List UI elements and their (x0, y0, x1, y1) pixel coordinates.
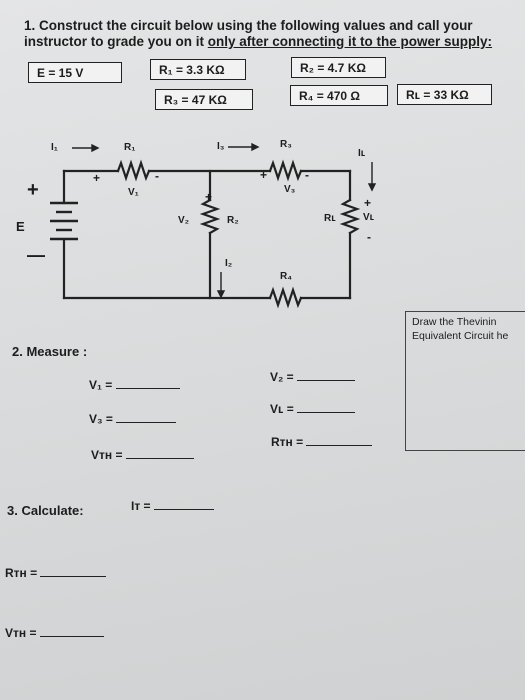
question-2-heading: 2. Measure : (12, 344, 88, 359)
resistor-RL (339, 198, 361, 235)
resistor-R4 (268, 286, 303, 309)
answer-blank-VTH[interactable] (125, 446, 194, 459)
arrow-I1-head (91, 143, 100, 153)
answer-blank-IT[interactable] (153, 497, 214, 510)
label-RL-plus: + (364, 196, 372, 210)
calculate-RTH: Rᴛʜ = (5, 564, 107, 580)
label-RL-minus: - (367, 230, 371, 244)
label-I2: I₂ (225, 258, 233, 269)
label-R3-plus: + (260, 168, 268, 182)
value-box-R1: R₁ = 3.3 KΩ (150, 59, 246, 80)
arrow-I3-head (251, 142, 260, 152)
resistor-R2 (199, 198, 221, 235)
measure-V2: V₂ = (270, 368, 356, 384)
answer-blank-RTH[interactable] (306, 433, 373, 446)
label-E: E (16, 219, 25, 234)
measure-VL: Vʟ = (270, 400, 356, 416)
value-box-RL: Rʟ = 33 KΩ (397, 84, 492, 105)
arrow-IL-head (367, 183, 377, 192)
label-V3: V₃ (284, 184, 296, 195)
value-box-R2: R₂ = 4.7 KΩ (291, 57, 386, 78)
label-I3: I₃ (217, 141, 225, 152)
value-box-R3: R₃ = 47 KΩ (155, 89, 253, 110)
value-box-E: E = 15 V (28, 62, 122, 83)
answer-blank-V3[interactable] (116, 410, 177, 423)
measure-VTH: Vᴛʜ = (91, 446, 194, 462)
resistor-R1 (116, 159, 151, 182)
answer-blank-calc-RTH[interactable] (40, 564, 107, 577)
question-3-heading: 3. Calculate: (7, 503, 84, 518)
answer-blank-V1[interactable] (115, 376, 180, 389)
thevenin-drawing-box[interactable] (405, 311, 525, 451)
answer-blank-VL[interactable] (297, 400, 356, 413)
measure-RTH: Rᴛʜ = (271, 433, 373, 449)
label-R2: R₂ (227, 215, 239, 226)
label-R3-minus: - (305, 168, 309, 182)
label-V1: V₁ (128, 187, 139, 198)
battery-E (50, 201, 78, 241)
label-R3: R₃ (280, 139, 292, 150)
label-RL: Rʟ (324, 213, 336, 224)
label-V2: V₂ (178, 215, 190, 226)
label-R1: R₁ (124, 142, 136, 153)
resistor-R3 (268, 159, 303, 182)
answer-blank-V2[interactable] (297, 368, 356, 381)
measure-V3: V₃ = (89, 410, 177, 426)
label-IL: Iʟ (358, 148, 366, 159)
label-R2-plus: + (205, 190, 213, 204)
underlined-instruction: only after connecting it to the power su… (207, 34, 493, 49)
value-box-R4: R₄ = 470 Ω (290, 85, 388, 106)
calculate-VTH: Vᴛʜ = (5, 624, 104, 640)
label-R4: R₄ (280, 271, 292, 282)
measure-V1: V₁ = (89, 376, 180, 392)
calculate-IT: Iᴛ = (131, 497, 214, 513)
label-R1-plus: + (93, 171, 101, 185)
question-1-text: 1. Construct the circuit below using the… (24, 18, 493, 49)
label-I1: I₁ (51, 142, 58, 153)
arrow-I2-head (216, 290, 226, 299)
answer-blank-calc-VTH[interactable] (39, 624, 104, 637)
label-VL: Vʟ (363, 212, 375, 223)
battery-minus-sign: — (27, 245, 45, 265)
battery-plus-sign: + (27, 179, 39, 201)
label-R1-minus: - (155, 169, 159, 183)
